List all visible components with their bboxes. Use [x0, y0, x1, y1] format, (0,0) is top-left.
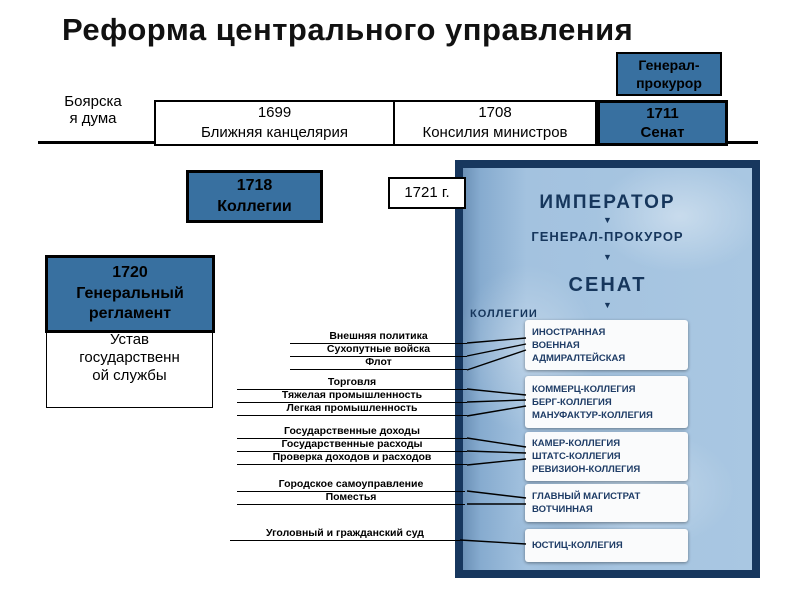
callout-label: Государственные доходы	[237, 426, 467, 439]
box-1711-year: 1711	[646, 104, 679, 122]
kollegii-box-court: ЮСТИЦ-КОЛЛЕГИЯ	[525, 529, 688, 562]
down-arrow-icon: ▼	[603, 252, 612, 262]
kollegii-item: ЮСТИЦ-КОЛЛЕГИЯ	[532, 540, 623, 551]
box-1720-year: 1720	[112, 263, 148, 281]
general-prokuror-box: Генерал-прокурор	[616, 52, 722, 96]
box-1699-label: Ближняя канцелярия	[200, 124, 349, 141]
callout-label: Поместья	[237, 492, 465, 505]
box-1720-line1: Генеральный	[76, 284, 184, 302]
box-1708-year: 1708	[478, 103, 512, 121]
callout-group-finance: Государственные доходы Государственные р…	[237, 426, 467, 465]
box-1721-label: 1721 г.	[404, 183, 450, 201]
kollegii-item: БЕРГ-КОЛЛЕГИЯ	[532, 396, 612, 408]
kollegii-item: ШТАТС-КОЛЛЕГИЯ	[532, 451, 621, 462]
kollegii-item: ВОЕННАЯ	[532, 339, 580, 351]
box-1708-konsiliya-ministrov: 1708 Консилия министров	[393, 100, 597, 146]
down-arrow-icon: ▼	[603, 300, 612, 310]
box-1699-year: 1699	[257, 103, 292, 121]
kollegii-item: ИНОСТРАННАЯ	[532, 326, 606, 338]
callout-label: Государственные расходы	[237, 439, 467, 452]
senate-label: СЕНАТ	[568, 274, 647, 296]
kollegii-item: АДМИРАЛТЕЙСКАЯ	[532, 352, 626, 364]
callout-label: Легкая промышленность	[237, 403, 467, 416]
box-1720-reglament: 1720 Генеральный регламент	[45, 255, 215, 333]
box-1721: 1721 г.	[388, 177, 466, 209]
callout-group-court: Уголовный и гражданский суд	[230, 528, 460, 541]
callout-label: Городское самоуправление	[237, 479, 465, 492]
kollegii-box-finance: КАМЕР-КОЛЛЕГИЯ ШТАТС-КОЛЛЕГИЯ РЕВИЗИОН-К…	[525, 432, 688, 481]
callout-label: Уголовный и гражданский суд	[230, 528, 460, 541]
general-prokuror-label: Генерал-прокурор	[636, 56, 702, 91]
hierarchy-diagram-image: ИМПЕРАТОР ▼ ГЕНЕРАЛ-ПРОКУРОР ▼ СЕНАТ ▼ К…	[455, 160, 760, 578]
callout-group-local: Городское самоуправление Поместья	[237, 479, 465, 505]
boyar-duma-label: Боярская дума	[64, 93, 122, 127]
slide-title: Реформа центрального управления	[62, 12, 634, 47]
general-prokuror-diagram-label: ГЕНЕРАЛ-ПРОКУРОР	[531, 229, 684, 244]
box-1708-label: Консилия министров	[422, 124, 568, 141]
kollegii-item: МАНУФАКТУР-КОЛЛЕГИЯ	[532, 409, 653, 421]
kollegii-item: ВОТЧИННАЯ	[532, 504, 593, 515]
callout-label: Торговля	[237, 377, 467, 390]
box-1718-year: 1718	[236, 176, 273, 194]
callout-label: Флот	[290, 357, 467, 370]
kollegii-item: ГЛАВНЫЙ МАГИСТРАТ	[532, 491, 641, 502]
callout-label: Тяжелая промышленность	[237, 390, 467, 403]
callout-label: Внешняя политика	[290, 331, 467, 344]
callout-group-economy: Торговля Тяжелая промышленность Легкая п…	[237, 377, 467, 416]
callout-group-foreign: Внешняя политика Сухопутные войска Флот	[290, 331, 467, 370]
box-1711-senat: 1711 Сенат	[597, 100, 728, 146]
callout-label: Сухопутные войска	[290, 344, 467, 357]
kollegii-box-local: ГЛАВНЫЙ МАГИСТРАТ ВОТЧИННАЯ	[525, 484, 688, 522]
kollegii-item: КАМЕР-КОЛЛЕГИЯ	[532, 438, 621, 449]
kollegii-box-foreign: ИНОСТРАННАЯ ВОЕННАЯ АДМИРАЛТЕЙСКАЯ	[525, 320, 688, 370]
box-1711-label: Сенат	[640, 124, 685, 141]
kollegii-side-label: КОЛЛЕГИИ	[470, 308, 538, 320]
kollegii-item: КОММЕРЦ-КОЛЛЕГИЯ	[532, 383, 636, 395]
box-1718-kollegii: 1718 Коллегии	[186, 170, 323, 223]
callout-label: Проверка доходов и расходов	[237, 452, 467, 465]
ustav-label: Устав государственной службы	[79, 331, 180, 384]
down-arrow-icon: ▼	[603, 215, 612, 225]
kollegii-item: РЕВИЗИОН-КОЛЛЕГИЯ	[532, 464, 641, 475]
box-1699-blizhnyaya-kancelyariya: 1699 Ближняя канцелярия	[154, 100, 395, 146]
box-1720-line2: регламент	[88, 305, 172, 323]
box-1718-label: Коллегии	[217, 197, 292, 215]
emperor-label: ИМПЕРАТОР	[539, 192, 676, 213]
kollegii-box-economy: КОММЕРЦ-КОЛЛЕГИЯ БЕРГ-КОЛЛЕГИЯ МАНУФАКТУ…	[525, 376, 688, 428]
